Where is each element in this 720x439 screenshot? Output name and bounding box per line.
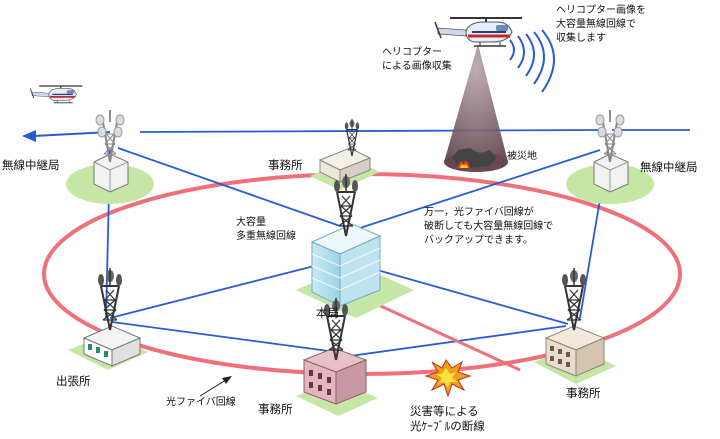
headquarters-label: 本局	[316, 306, 339, 320]
disaster-area-icon	[452, 148, 496, 168]
backup-note-label: 万一，光ファイバ回線が 破断しても大容量無線回線で バックアップできます。	[424, 207, 554, 246]
branch-office-building	[68, 267, 148, 370]
cable-break-label: 災害等による 光ｹｰﾌﾞﾙの断線	[410, 404, 485, 433]
radio-links	[105, 129, 690, 357]
high-capacity-radio-label: 大容量 多重無線回線	[236, 217, 296, 242]
helicopter-small-icon	[29, 85, 84, 104]
helicopter-collection-label: ヘリコプター画像を 大容量無線回線で 収集します	[556, 5, 646, 44]
office-bottom-building	[296, 297, 378, 416]
office-top-label: 事務所	[268, 158, 303, 172]
wireless-waves-icon	[509, 29, 555, 93]
broken-fiber-line	[371, 300, 521, 372]
office-right-label: 事務所	[566, 386, 601, 400]
headquarters-building	[296, 173, 414, 318]
relay-station-right	[593, 109, 629, 193]
fiber-line-label: 光ファイバ回線	[166, 397, 236, 408]
relay-station-right-label: 無線中継局	[640, 160, 698, 174]
office-right-building	[534, 267, 616, 384]
disaster-area-label: 被災地	[507, 151, 537, 162]
helicopter-large-icon	[433, 16, 524, 48]
helicopter-imaging-label: ヘリコプター による画像収集	[382, 47, 452, 72]
fiber-pointer-arrow	[199, 376, 232, 397]
relay-station-left	[93, 109, 129, 193]
office-top-building	[310, 118, 380, 190]
camera-cone	[444, 44, 508, 162]
branch-office-label: 出張所	[56, 374, 91, 388]
relay-station-left-label: 無線中継局	[2, 158, 60, 172]
cable-break-explosion-icon	[424, 359, 472, 398]
office-bottom-label: 事務所	[258, 402, 293, 416]
arrow-left-icon	[22, 130, 111, 142]
